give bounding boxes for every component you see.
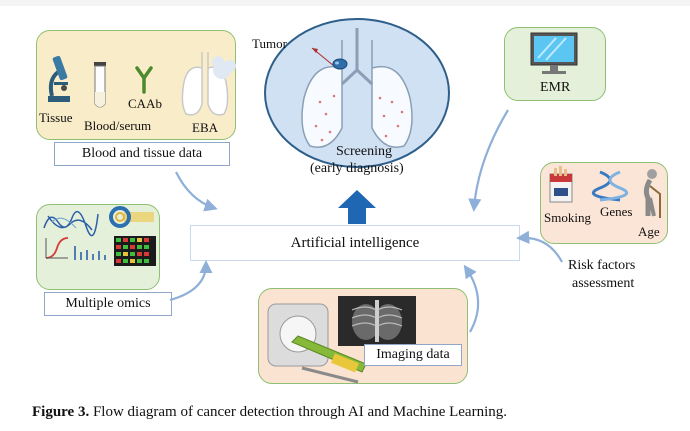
microscope-icon	[48, 55, 70, 102]
assessment-label: assessment	[572, 276, 635, 291]
risk-factors-label: Risk factors	[568, 258, 636, 273]
age-label: Age	[638, 224, 660, 239]
multiple-omics-label: Multiple omics	[44, 292, 172, 316]
figure-caption: Figure 3. Flow diagram of cancer detecti…	[32, 404, 507, 421]
imaging-data-label: Imaging data	[364, 344, 462, 366]
blood-serum-label: Blood/serum	[84, 118, 152, 133]
cropped-top-text-line	[0, 0, 690, 6]
emr-label: EMR	[540, 80, 571, 95]
caab-label: CAAb	[128, 96, 162, 111]
tumor-icon	[332, 58, 348, 70]
early-diagnosis-label: (early diagnosis)	[310, 161, 404, 176]
antibody-icon	[135, 66, 153, 94]
screening-label: Screening	[336, 144, 392, 159]
up-arrow-icon	[338, 190, 376, 224]
protein-network-icon	[43, 210, 99, 237]
ct-scanner-icon	[267, 303, 367, 384]
heatmap-icon	[114, 236, 156, 266]
screening-ellipse	[264, 18, 450, 168]
tissue-label: Tissue	[39, 110, 73, 125]
dna-ring-icon	[109, 206, 154, 228]
arrow-blood-to-ai	[175, 171, 218, 212]
dna-helix-icon	[591, 170, 629, 202]
lungs-outline-icon	[181, 52, 236, 116]
figure-caption-text: Flow diagram of cancer detection through…	[89, 404, 507, 420]
signal-curve-icon	[45, 237, 69, 259]
test-tube-icon	[94, 62, 106, 108]
arrow-emr-to-ai	[468, 109, 509, 212]
arrow-risk-to-ai	[516, 230, 563, 263]
arrow-imaging-to-ai	[463, 264, 480, 333]
elderly-person-icon	[643, 169, 661, 218]
figure-number: Figure 3.	[32, 404, 90, 420]
monitor-icon	[530, 32, 578, 74]
smoking-label: Smoking	[544, 210, 591, 225]
blood-tissue-data-label: Blood and tissue data	[54, 142, 230, 166]
spectrum-bars-icon	[74, 246, 106, 260]
eba-label: EBA	[192, 120, 218, 135]
cigarette-pack-icon	[549, 166, 573, 203]
artificial-intelligence-box: Artificial intelligence	[190, 225, 520, 261]
blood-tissue-panel	[36, 30, 236, 140]
arrow-omics-to-ai	[169, 260, 213, 302]
genes-label: Genes	[600, 204, 633, 219]
xray-image-icon	[338, 296, 416, 346]
tumor-label: Tumor	[252, 36, 287, 51]
